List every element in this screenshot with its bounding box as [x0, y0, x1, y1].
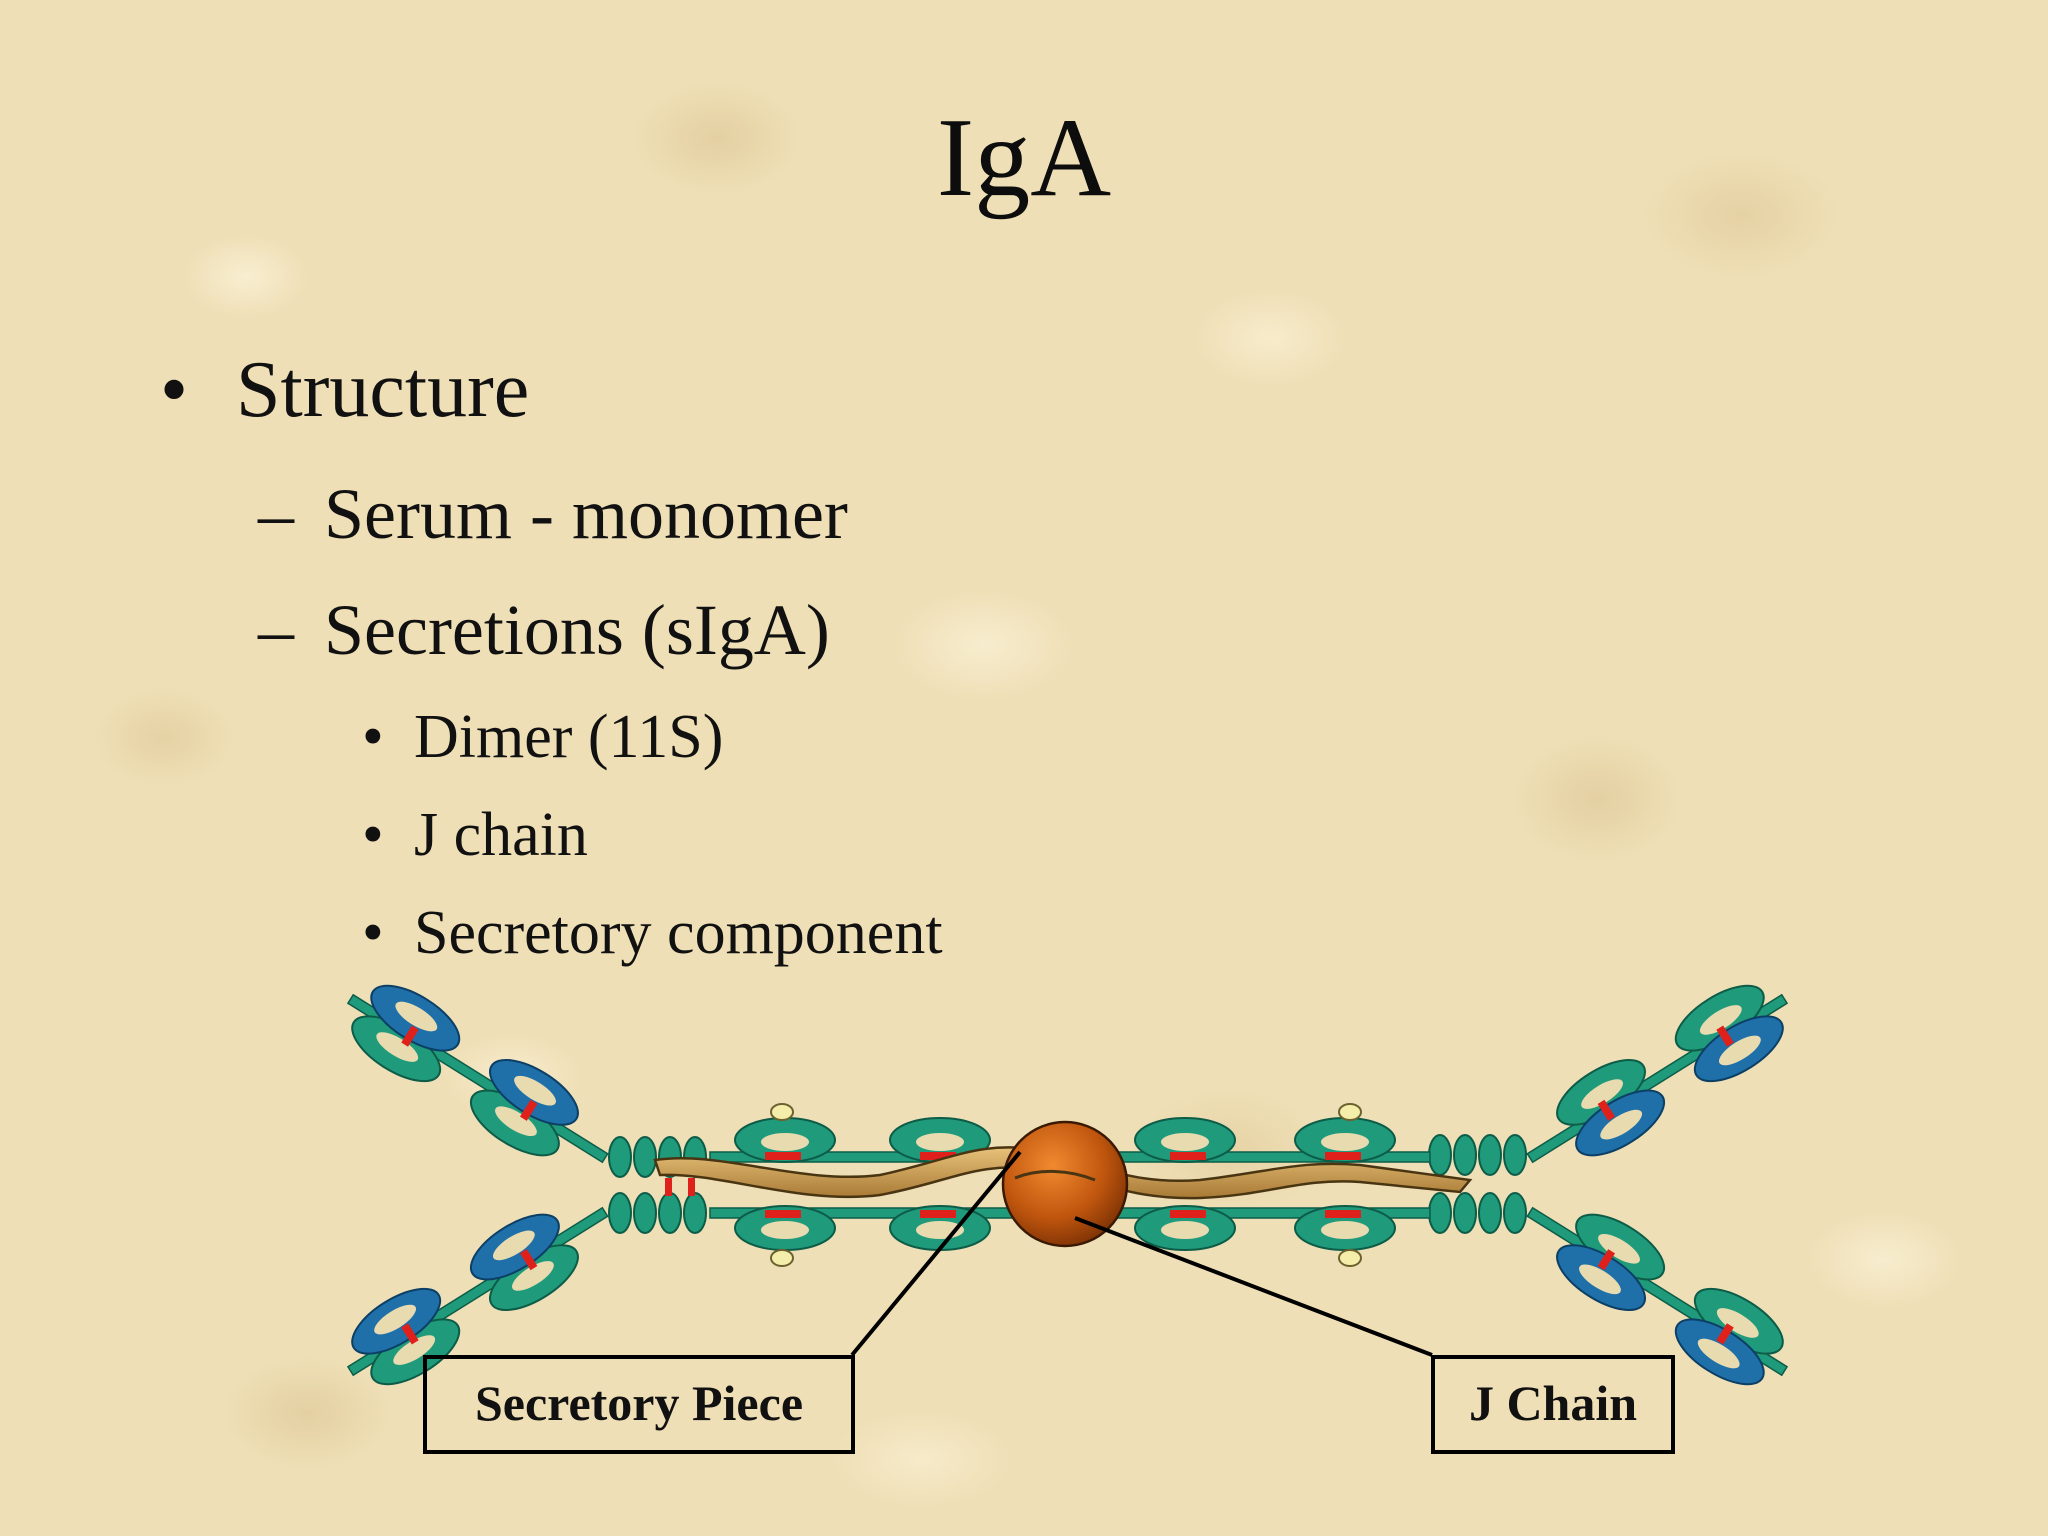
fab-arm-right-upper	[1509, 965, 1806, 1192]
j-chain-leader	[1074, 1216, 1433, 1357]
bullet-marker: •	[160, 346, 189, 434]
bullet-marker: •	[362, 703, 384, 771]
bullet-text: Structure	[236, 346, 530, 434]
fab-arm-right-lower	[1509, 1178, 1806, 1405]
j-chain-label-box	[1431, 1355, 1675, 1454]
bullet-text: Dimer (11S)	[414, 703, 724, 771]
bullet-dimer: • Dimer (11S)	[362, 706, 723, 768]
secretory-piece-leader	[850, 1150, 1022, 1357]
j-chain	[1001, 1120, 1129, 1248]
bullet-text: J chain	[414, 801, 588, 869]
bullet-secretions: –Secretions (sIgA)	[258, 594, 830, 666]
bullet-text: Secretions (sIgA)	[324, 590, 830, 670]
secretory-piece-label: Secretory Piece	[475, 1375, 803, 1431]
fab-arm-left-lower	[329, 1178, 626, 1405]
slide-title: IgA	[936, 96, 1112, 220]
bullet-structure: •Structure	[160, 350, 529, 430]
bullet-marker: •	[362, 899, 384, 967]
dash-marker: –	[258, 474, 294, 554]
secretory-piece-label-box	[423, 1355, 855, 1454]
bullet-secretory-component: • Secretory component	[362, 902, 943, 964]
hinge-right	[1428, 1134, 1527, 1234]
bullet-j-chain: • J chain	[362, 804, 588, 866]
bullet-text: Secretory component	[414, 899, 943, 967]
bullet-serum: –Serum - monomer	[258, 478, 848, 550]
j-chain-label: J Chain	[1469, 1375, 1637, 1431]
bullet-marker: •	[362, 801, 384, 869]
glycans	[770, 1103, 1362, 1267]
fab-arm-left-upper	[329, 965, 626, 1192]
hinge-disulfides	[665, 1178, 695, 1196]
bullet-text: Serum - monomer	[324, 474, 848, 554]
dash-marker: –	[258, 590, 294, 670]
